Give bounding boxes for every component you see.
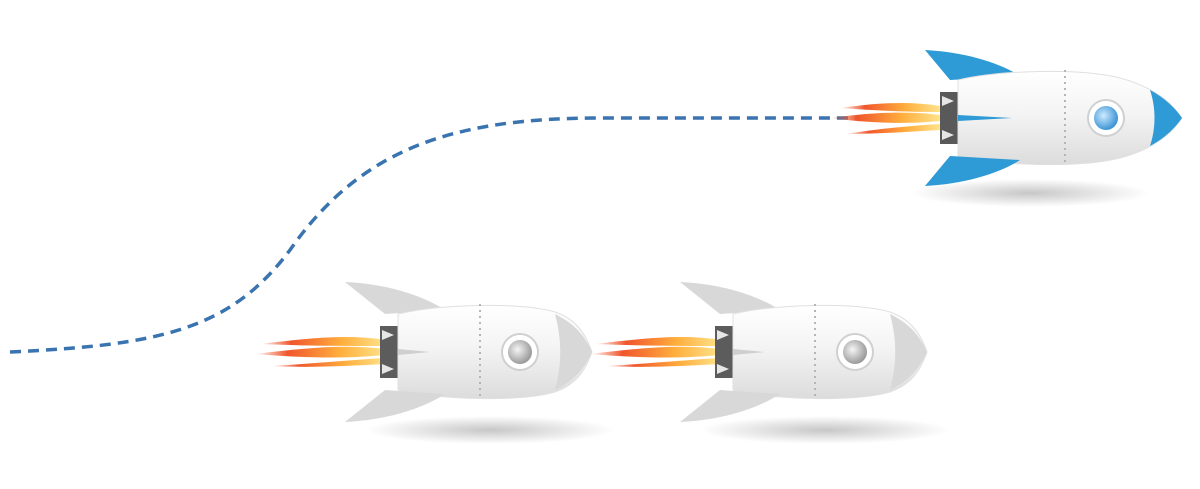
flame-icon: [255, 337, 385, 367]
follower-rocket-1: [255, 282, 615, 444]
upper-fin: [345, 282, 445, 314]
flame-icon: [830, 102, 940, 134]
lower-fin: [345, 390, 445, 422]
flame-icon: [590, 337, 720, 367]
nose-cone: [555, 314, 592, 390]
upper-fin: [680, 282, 780, 314]
rocket-body: [397, 304, 593, 400]
window-icon: [508, 340, 532, 364]
nose-cone: [890, 314, 927, 390]
trajectory-dashed-line: [9, 116, 960, 354]
lower-fin: [680, 390, 780, 422]
follower-rocket-2: [590, 282, 950, 444]
leader-rocket: [830, 50, 1183, 207]
nose-cone: [1150, 90, 1182, 146]
rocket-body: [957, 70, 1183, 166]
window-icon: [843, 340, 867, 364]
upper-fin: [925, 50, 1020, 80]
rocket-body: [732, 304, 928, 400]
window-icon: [1094, 106, 1118, 130]
lower-fin: [925, 156, 1020, 186]
